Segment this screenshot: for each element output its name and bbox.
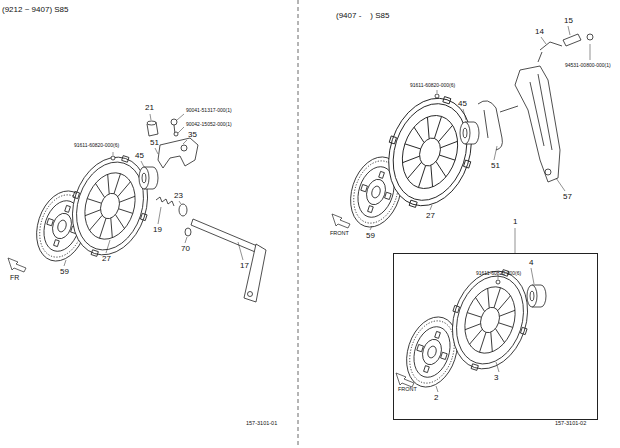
callout-number: 45 <box>458 100 467 108</box>
part-number: 91611-60820-000(6) <box>476 271 521 276</box>
callout-number: 17 <box>240 262 249 270</box>
front-arrow-label: FRONT <box>330 231 349 237</box>
part-number: 90042-15052-000(1) <box>186 122 232 127</box>
callout-number: 15 <box>564 17 573 25</box>
callout-number: 57 <box>563 193 572 201</box>
part-number: 91611-60820-000(6) <box>410 83 455 88</box>
callout-number: 3 <box>494 374 498 382</box>
callout-number: 51 <box>491 162 500 170</box>
callout-number: 2 <box>434 394 438 402</box>
callout-number: 27 <box>102 255 111 263</box>
callout-number: 4 <box>529 259 533 267</box>
assembly-box: 191611-60820-000(6)432FRONT <box>393 253 598 420</box>
drawing-number: 157-3101-01 <box>246 421 277 427</box>
serial-range-heading: (9407 - ) S85 <box>336 12 389 20</box>
callout-number: 59 <box>366 232 375 240</box>
callout-number: 19 <box>153 226 162 234</box>
part-number: 90041-51317-000(1) <box>186 108 232 113</box>
callout-number: 35 <box>188 131 197 139</box>
callout-number: 1 <box>513 218 517 226</box>
callout-number: 21 <box>145 104 154 112</box>
part-number: 94531-00800-000(1) <box>565 63 611 68</box>
callout-number: 51 <box>150 139 159 147</box>
front-arrow-label: FR <box>10 274 19 281</box>
front-arrow-label: FRONT <box>398 387 417 393</box>
serial-range-heading: (9212 ~ 9407) S85 <box>2 6 69 14</box>
part-number: 91611-60820-000(6) <box>74 143 119 148</box>
callout-number: 70 <box>181 245 190 253</box>
callout-number: 23 <box>174 192 183 200</box>
callout-number: 45 <box>135 152 144 160</box>
callout-number: 27 <box>426 212 435 220</box>
drawing-number: 157-3101-02 <box>555 421 586 427</box>
callout-number: 59 <box>60 268 69 276</box>
callout-number: 14 <box>535 28 544 36</box>
